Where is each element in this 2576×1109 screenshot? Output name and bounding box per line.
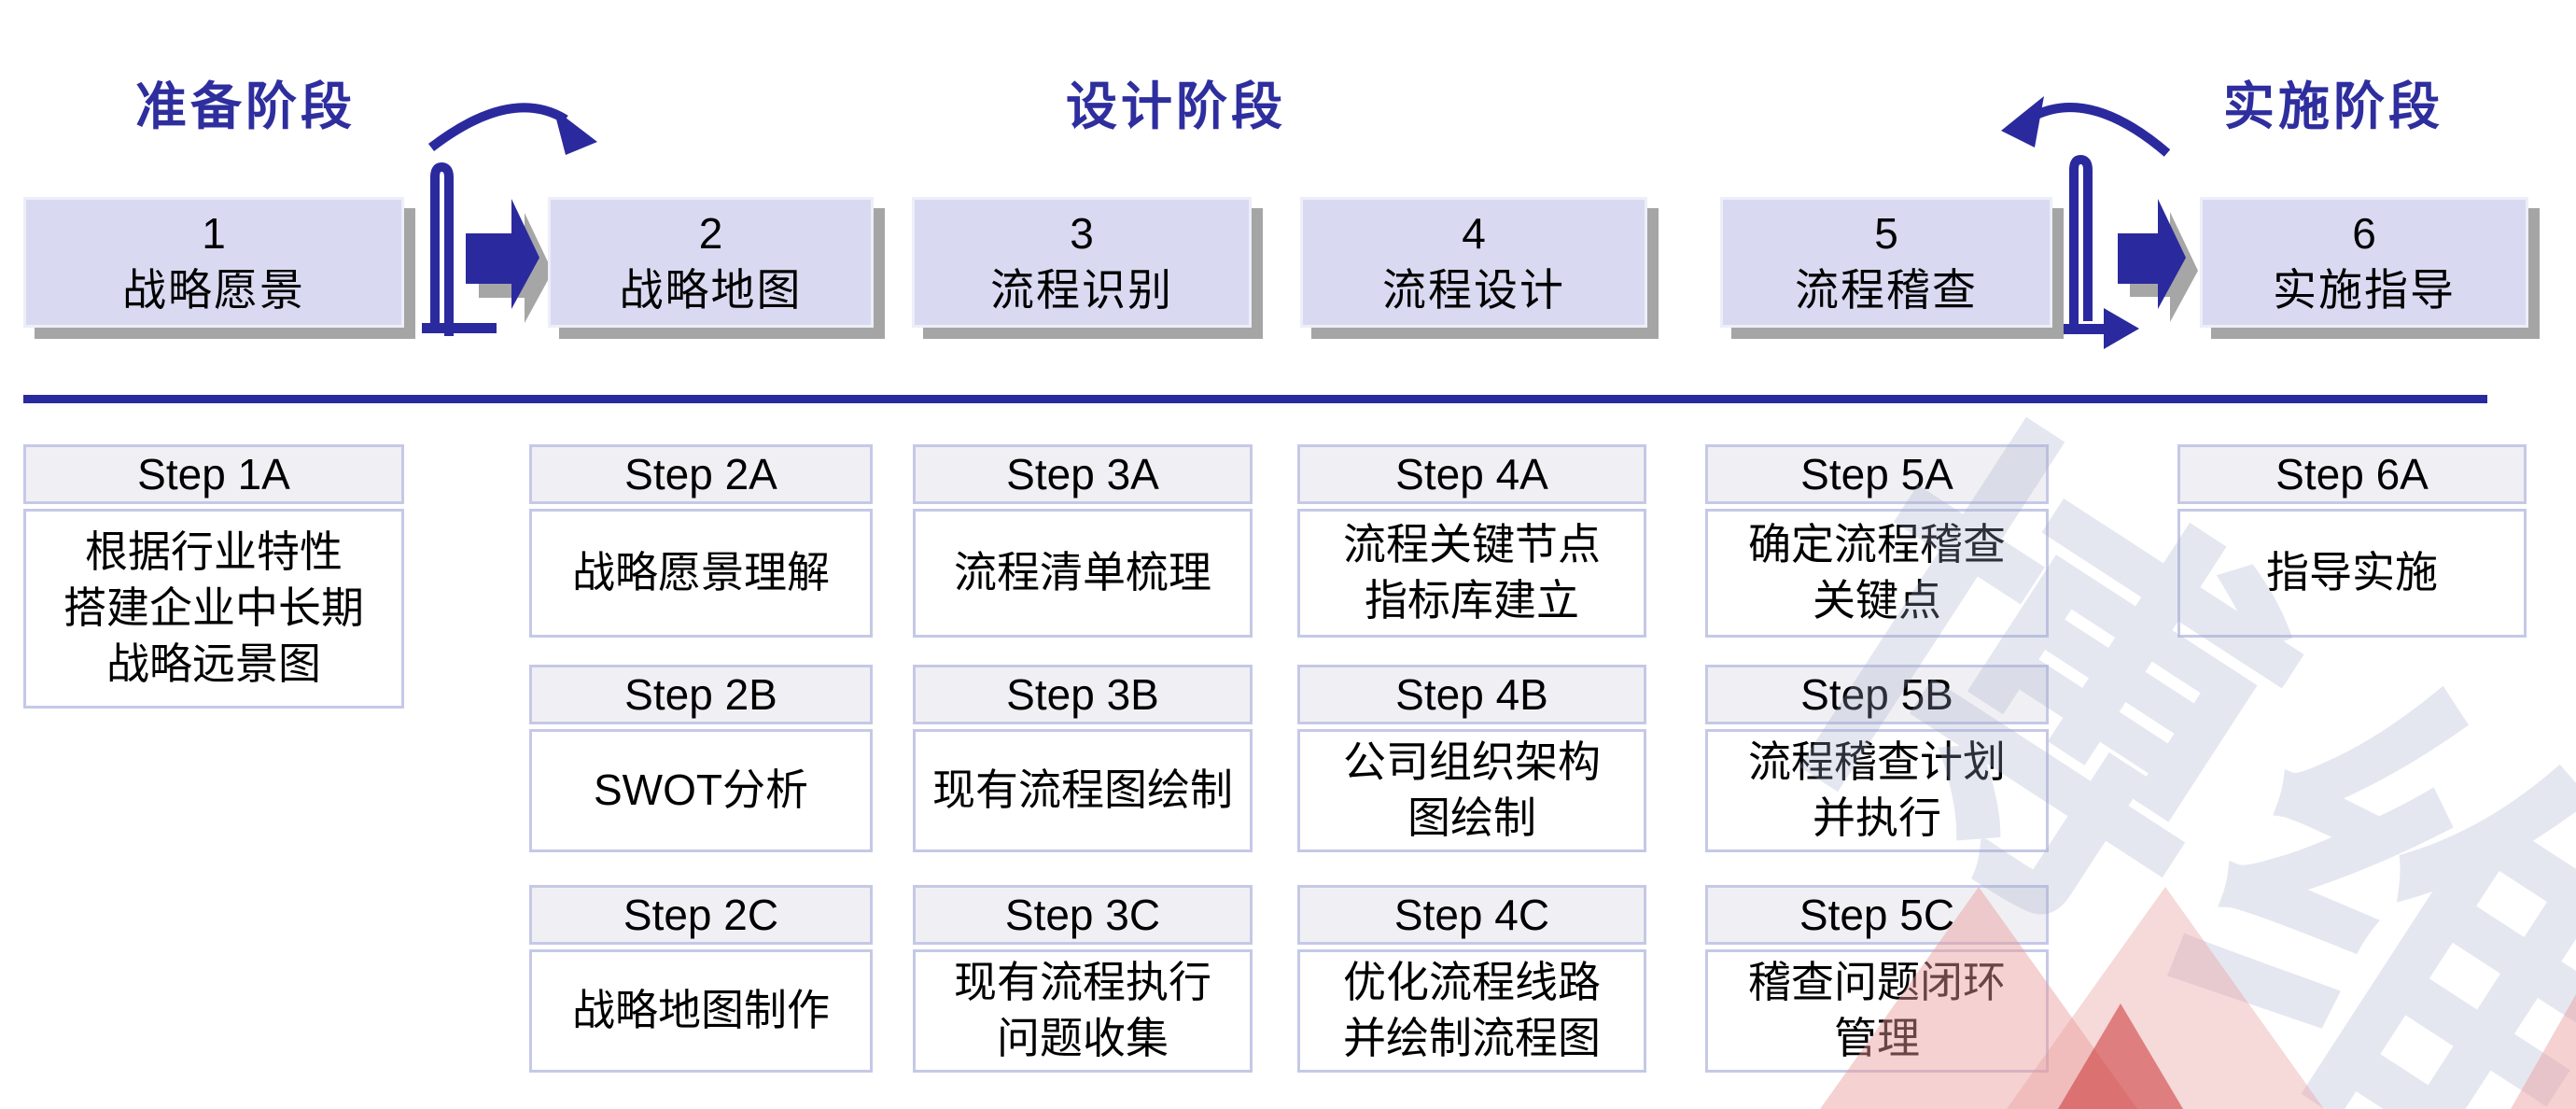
- step-body: 指导实施: [2177, 509, 2527, 638]
- step-box-1a: Step 1A 根据行业特性 搭建企业中长期 战略远景图: [23, 444, 404, 709]
- step-label: Step 5B: [1800, 670, 1953, 719]
- step-header: Step 6A: [2177, 444, 2527, 504]
- step-body: 战略地图制作: [529, 949, 873, 1073]
- main-step-3: 3 流程识别: [912, 197, 1252, 328]
- phase-label-design: 设计阶段: [1065, 77, 1286, 135]
- stage-bracket-icon: [422, 161, 497, 336]
- step-box-3c: Step 3C 现有流程执行 问题收集: [913, 885, 1253, 1073]
- step-text: 稽查问题闭环 管理: [1748, 958, 2006, 1062]
- step-label: Step 3C: [1004, 891, 1161, 939]
- phase-label-implementation: 实施阶段: [2222, 77, 2443, 135]
- step-box-2b: Step 2B SWOT分析: [529, 665, 873, 852]
- step-text: 指导实施: [2266, 548, 2438, 597]
- main-step-2: 2 战略地图: [548, 197, 874, 328]
- step-text: 战略地图制作: [572, 986, 830, 1035]
- step-header: Step 5A: [1705, 444, 2049, 504]
- phase-label-preparation: 准备阶段: [134, 77, 356, 135]
- main-step-number: 2: [698, 209, 723, 258]
- step-body: 稽查问题闭环 管理: [1705, 949, 2049, 1073]
- step-box-5b: Step 5B 流程稽查计划 并执行: [1705, 665, 2049, 852]
- step-label: Step 5C: [1799, 891, 1955, 939]
- main-step-5: 5 流程稽查: [1720, 197, 2052, 328]
- main-step-title: 实施指导: [2273, 265, 2456, 315]
- step-box-4c: Step 4C 优化流程线路 并绘制流程图: [1297, 885, 1646, 1073]
- main-step-title: 流程稽查: [1795, 265, 1978, 315]
- step-body: 优化流程线路 并绘制流程图: [1297, 949, 1646, 1073]
- step-label: Step 2B: [624, 670, 777, 719]
- step-label: Step 3A: [1006, 450, 1159, 498]
- curved-arrow-left-icon: [2001, 96, 2171, 157]
- step-text: 公司组织架构 图绘制: [1343, 737, 1601, 842]
- step-header: Step 3B: [913, 665, 1253, 724]
- step-label: Step 3B: [1006, 670, 1159, 719]
- step-box-3b: Step 3B 现有流程图绘制: [913, 665, 1253, 852]
- main-step-title: 战略愿景: [122, 265, 305, 315]
- main-step-number: 1: [202, 209, 226, 258]
- step-body: SWOT分析: [529, 729, 873, 852]
- step-body: 流程稽查计划 并执行: [1705, 729, 2049, 852]
- step-box-2c: Step 2C 战略地图制作: [529, 885, 873, 1073]
- main-step-number: 3: [1070, 209, 1094, 258]
- step-box-3a: Step 3A 流程清单梳理: [913, 444, 1253, 638]
- step-label: Step 2C: [623, 891, 779, 939]
- step-header: Step 2C: [529, 885, 873, 945]
- step-text: 确定流程稽查 关键点: [1748, 520, 2006, 625]
- step-label: Step 2A: [624, 450, 777, 498]
- step-text: 根据行业特性 搭建企业中长期 战略远景图: [63, 527, 364, 688]
- step-body: 现有流程图绘制: [913, 729, 1253, 852]
- step-body: 根据行业特性 搭建企业中长期 战略远景图: [23, 509, 404, 709]
- step-body: 战略愿景理解: [529, 509, 873, 638]
- main-step-title: 战略地图: [619, 265, 803, 315]
- step-header: Step 1A: [23, 444, 404, 504]
- step-text: 流程关键节点 指标库建立: [1343, 520, 1601, 625]
- step-header: Step 3C: [913, 885, 1253, 945]
- step-body: 流程关键节点 指标库建立: [1297, 509, 1646, 638]
- step-label: Step 4A: [1395, 450, 1548, 498]
- step-header: Step 4C: [1297, 885, 1646, 945]
- main-step-4: 4 流程设计: [1300, 197, 1647, 328]
- step-label: Step 4B: [1395, 670, 1548, 719]
- step-label: Step 6A: [2275, 450, 2429, 498]
- main-step-1: 1 战略愿景: [23, 197, 404, 328]
- step-label: Step 1A: [137, 450, 290, 498]
- main-step-number: 6: [2352, 209, 2376, 258]
- step-header: Step 5C: [1705, 885, 2049, 945]
- curved-arrow-right-icon: [427, 103, 597, 155]
- flow-arrow-1-icon: [466, 199, 553, 323]
- step-header: Step 2A: [529, 444, 873, 504]
- main-step-number: 5: [1874, 209, 1898, 258]
- step-box-2a: Step 2A 战略愿景理解: [529, 444, 873, 638]
- main-step-number: 4: [1462, 209, 1486, 258]
- flow-arrow-2-icon: [2118, 199, 2198, 322]
- step-text: 优化流程线路 并绘制流程图: [1343, 958, 1601, 1062]
- step-box-5c: Step 5C 稽查问题闭环 管理: [1705, 885, 2049, 1073]
- step-label: Step 5A: [1800, 450, 1953, 498]
- step-header: Step 2B: [529, 665, 873, 724]
- step-box-5a: Step 5A 确定流程稽查 关键点: [1705, 444, 2049, 638]
- step-body: 公司组织架构 图绘制: [1297, 729, 1646, 852]
- main-step-title: 流程识别: [990, 265, 1173, 315]
- step-body: 确定流程稽查 关键点: [1705, 509, 2049, 638]
- step-text: 流程清单梳理: [954, 548, 1211, 597]
- step-header: Step 4B: [1297, 665, 1646, 724]
- step-body: 现有流程执行 问题收集: [913, 949, 1253, 1073]
- stage-bracket-arrow-icon: [2063, 154, 2139, 349]
- step-box-6a: Step 6A 指导实施: [2177, 444, 2527, 638]
- step-text: SWOT分析: [594, 765, 808, 815]
- step-text: 流程稽查计划 并执行: [1748, 737, 2006, 842]
- step-header: Step 3A: [913, 444, 1253, 504]
- step-label: Step 4C: [1393, 891, 1550, 939]
- step-header: Step 5B: [1705, 665, 2049, 724]
- step-text: 现有流程执行 问题收集: [954, 958, 1211, 1062]
- timeline-divider: [23, 395, 2487, 403]
- main-step-6: 6 实施指导: [2200, 197, 2528, 328]
- main-step-title: 流程设计: [1382, 265, 1565, 315]
- step-header: Step 4A: [1297, 444, 1646, 504]
- step-text: 现有流程图绘制: [932, 765, 1233, 815]
- step-body: 流程清单梳理: [913, 509, 1253, 638]
- step-text: 战略愿景理解: [572, 548, 830, 597]
- step-box-4a: Step 4A 流程关键节点 指标库建立: [1297, 444, 1646, 638]
- step-box-4b: Step 4B 公司组织架构 图绘制: [1297, 665, 1646, 852]
